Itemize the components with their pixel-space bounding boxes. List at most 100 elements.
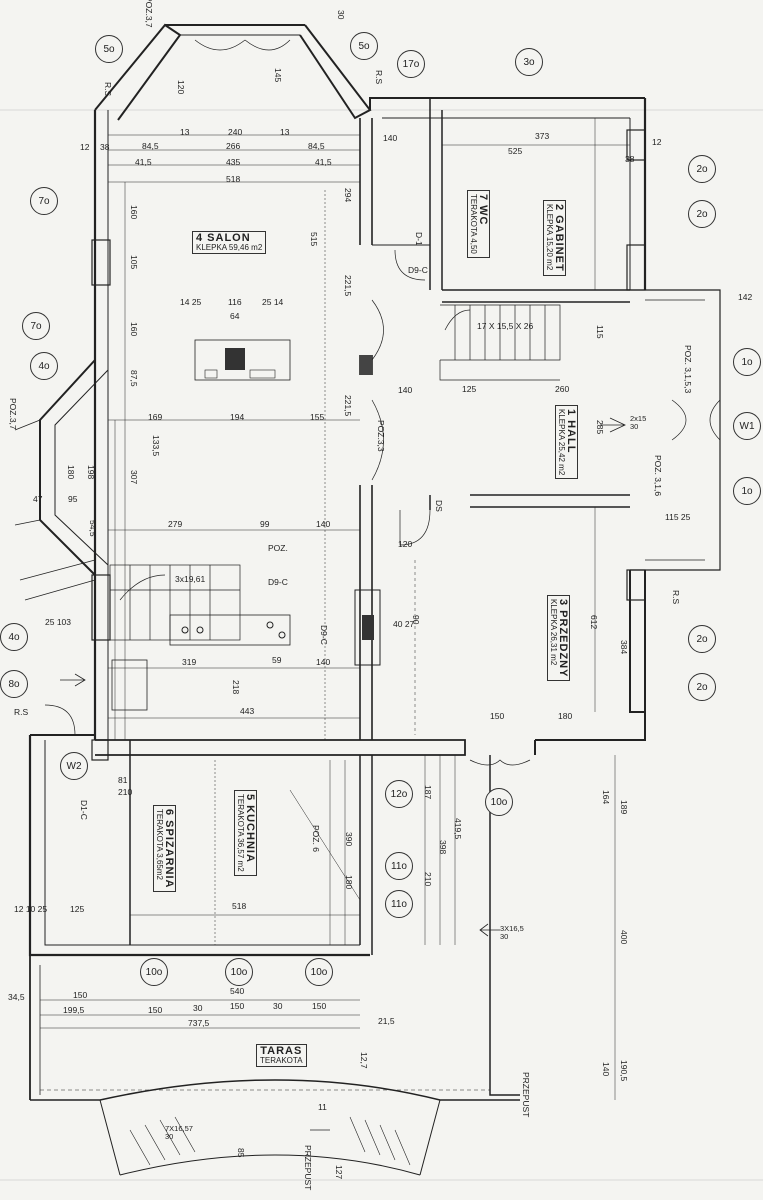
marker-17o: 17o: [397, 50, 425, 78]
dim-12-7: 12,7: [359, 1052, 369, 1069]
dim-41-5b: 41,5: [315, 157, 332, 167]
note-rs-4: R.S: [14, 707, 29, 717]
dim-518: 518: [226, 174, 241, 184]
room-wc-name: 7 WC: [477, 194, 489, 226]
room-spizarnia-name: 6 SPIZARNIA: [163, 809, 175, 889]
marker-10o-1: 10o: [485, 788, 513, 816]
note-poz: POZ.: [268, 543, 288, 553]
dim-47: 47: [33, 494, 43, 504]
dim-125b: 125: [70, 904, 85, 914]
room-kuchnia: 5 KUCHNIA TERAKOTA 36,57 m2: [234, 790, 257, 876]
dim-400: 400: [619, 930, 629, 945]
dim-266: 266: [226, 141, 241, 151]
dim-81: 81: [118, 775, 128, 785]
marker-8o: 8o: [0, 670, 28, 698]
room-wc: 7 WC TERAKOTA 4,50: [467, 190, 490, 258]
dim-30c: 30: [273, 1001, 283, 1011]
note-poz6: POZ. 6: [311, 825, 321, 852]
note-przepust-1: PRZEPUST: [521, 1072, 531, 1118]
dim-210b: 210: [423, 872, 433, 887]
room-gabinet-floor: KLEPKA 15,20 m2: [545, 204, 554, 271]
dim-14-25: 14 25: [180, 297, 202, 307]
dim-180c: 180: [344, 875, 354, 890]
room-taras-floor: TERAKOTA: [260, 1056, 303, 1065]
dim-194: 194: [230, 412, 245, 422]
dim-518b: 518: [232, 901, 247, 911]
note-poz3-7-left: POZ.3,7: [8, 398, 18, 430]
note-d9c-a: D9-C: [408, 265, 428, 275]
dim-279: 279: [168, 519, 183, 529]
dim-150b: 150: [73, 990, 88, 1000]
room-kuchnia-name: 5 KUCHNIA: [244, 794, 256, 863]
dim-30b: 30: [193, 1003, 203, 1013]
dim-150a: 150: [490, 711, 505, 721]
dim-3x19: 3x19,61: [175, 574, 206, 584]
dim-115: 115: [595, 325, 605, 339]
dim-25-103: 25 103: [45, 617, 71, 627]
marker-3o: 3o: [515, 48, 543, 76]
room-przedzny-floor: KLEPKA 26,31 m2: [549, 599, 558, 666]
note-d9c-b: D9-C: [268, 577, 288, 587]
dim-40-27: 40 27: [393, 619, 415, 629]
dim-384: 384: [619, 640, 629, 655]
room-salon-name: 4 SALON: [196, 232, 251, 244]
dim-13b: 13: [280, 127, 290, 137]
room-gabinet-name: 2 GABINET: [553, 204, 565, 272]
dim-150d: 150: [230, 1001, 245, 1011]
dim-115-25: 115 25: [665, 512, 691, 522]
room-salon-floor: KLEPKA 59,46 m2: [196, 243, 263, 252]
marker-w1: W1: [733, 412, 761, 440]
marker-10o-3: 10o: [225, 958, 253, 986]
marker-2o-1: 2o: [688, 155, 716, 183]
dim-398: 398: [438, 840, 448, 855]
dim-34-5: 34,5: [8, 992, 25, 1002]
room-gabinet: 2 GABINET KLEPKA 15,20 m2: [543, 200, 566, 276]
note-d1: D-1: [414, 232, 424, 246]
note-poz3-1-6: POZ. 3,1,6: [653, 455, 663, 497]
dim-99: 99: [260, 519, 270, 529]
dim-2x15: 2x15 30: [630, 414, 647, 431]
dim-319: 319: [182, 657, 197, 667]
dim-260: 260: [555, 384, 570, 394]
dim-38b: 38: [625, 154, 635, 164]
dim-419-5: 419,5: [453, 818, 463, 840]
marker-1o-1: 1o: [733, 348, 761, 376]
dim-221-5b: 221,5: [343, 395, 353, 417]
dim-54-5: 54,5: [88, 520, 98, 537]
dim-140a: 140: [383, 133, 398, 143]
dim-120: 120: [176, 80, 186, 95]
dim-120b: 120: [398, 539, 413, 549]
dim-189: 189: [619, 800, 629, 815]
note-rs-1: R.S: [103, 82, 113, 97]
marker-12o: 12o: [385, 780, 413, 808]
dim-140d: 140: [316, 657, 331, 667]
dim-443: 443: [240, 706, 255, 716]
dim-3x16: 3X16,5 30: [500, 924, 524, 941]
dim-198: 198: [86, 465, 96, 480]
dim-140b: 140: [398, 385, 413, 395]
dim-142: 142: [738, 292, 753, 302]
dim-307: 307: [129, 470, 139, 485]
dim-390: 390: [344, 832, 354, 847]
dim-525: 525: [508, 146, 523, 156]
room-hall: 1 HALL KLEPKA 25,42 m2: [555, 405, 578, 480]
dim-140e: 140: [601, 1062, 611, 1077]
room-taras: TARAS TERAKOTA: [256, 1044, 307, 1067]
dim-59: 59: [272, 655, 282, 665]
dim-95: 95: [68, 494, 78, 504]
marker-1o-2: 1o: [733, 477, 761, 505]
marker-5o-right: 5o: [350, 32, 378, 60]
note-d1c: D1-C: [79, 800, 89, 820]
marker-10o-4: 10o: [305, 958, 333, 986]
dim-87-5: 87,5: [129, 370, 139, 387]
room-taras-name: TARAS: [260, 1045, 303, 1057]
room-hall-name: 1 HALL: [565, 409, 577, 454]
marker-4o-bottom: 4o: [0, 623, 28, 651]
dim-11: 11: [318, 1102, 327, 1112]
room-przedzny-name: 3 PRZEDZNY: [557, 599, 569, 678]
dim-13a: 13: [180, 127, 190, 137]
room-przedzny: 3 PRZEDZNY KLEPKA 26,31 m2: [547, 595, 570, 682]
dim-180: 180: [66, 465, 76, 480]
dim-30: 30: [336, 10, 346, 20]
